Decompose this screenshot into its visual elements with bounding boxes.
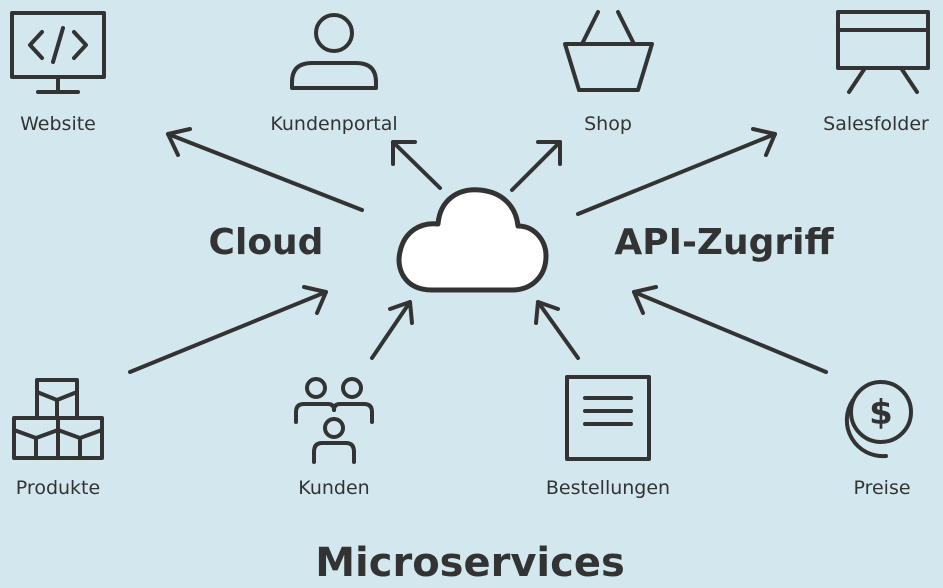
arrow-from-bestellungen [534,300,580,360]
basket-icon [563,10,654,92]
arrow-to-shop [510,140,562,192]
dollar-coins-icon [844,380,913,459]
heading-microservices: Microservices [315,540,625,586]
boxes-icon [12,378,104,460]
label-salesfolder: Salesfolder [823,113,929,135]
dollar-sign: $ [869,393,893,433]
heading-cloud: Cloud [208,222,324,263]
label-bestellungen: Bestellungen [545,477,671,499]
document-icon [565,375,651,461]
label-shop: Shop [584,113,632,135]
arrow-from-preise [632,285,828,374]
code-monitor-icon [10,11,106,94]
presentation-board-icon [836,10,930,94]
cloud-icon [396,187,549,293]
label-preise: Preise [853,477,911,499]
arrow-to-salesfolder [576,127,777,216]
label-produkte: Produkte [15,477,101,499]
label-kunden: Kunden [298,477,370,499]
user-icon [290,13,378,90]
label-website: Website [20,113,96,135]
people-group-icon [294,377,374,464]
arrow-from-kunden [370,300,414,360]
arrow-from-produkte [128,285,328,374]
label-kundenportal: Kundenportal [270,113,398,135]
arrow-to-kundenportal [391,140,442,190]
heading-api-zugriff: API-Zugriff [614,222,834,263]
arrow-to-website [166,127,364,212]
